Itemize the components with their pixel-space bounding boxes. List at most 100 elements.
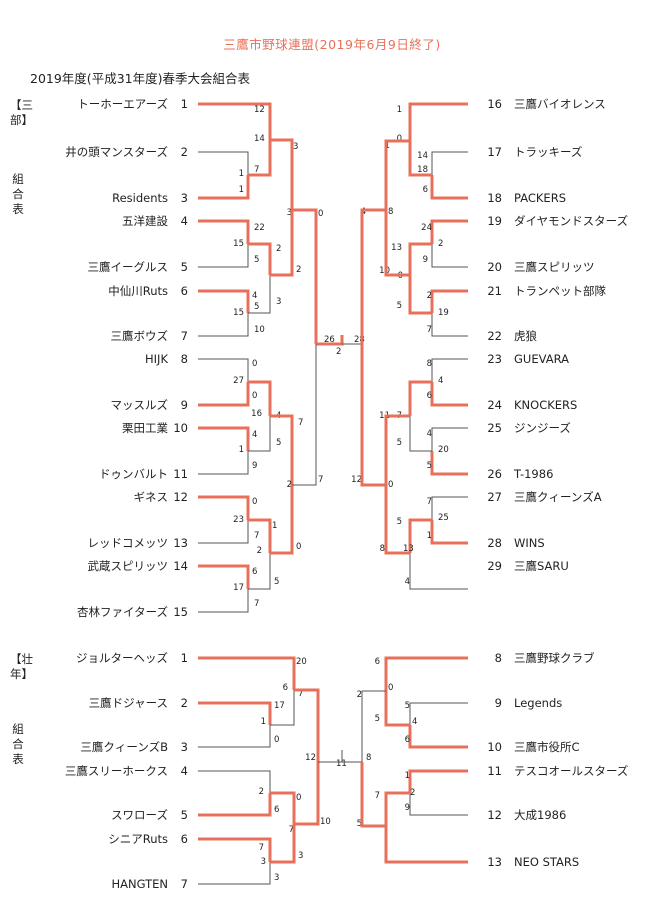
score-label: 1 <box>397 105 402 115</box>
bracket-line <box>248 275 271 314</box>
team-seed: 29 <box>487 559 502 573</box>
score-label: 14 <box>417 151 428 161</box>
score-label: 0 <box>252 359 257 369</box>
score-label: 6 <box>427 391 432 401</box>
team-name: 三鷹クィーンズA <box>514 490 602 504</box>
team-seed: 22 <box>487 329 502 343</box>
score-label: 4 <box>405 577 410 587</box>
team-seed: 24 <box>487 398 502 412</box>
bracket-line <box>360 208 386 344</box>
score-label: 12 <box>351 475 362 485</box>
team-seed: 13 <box>487 855 502 869</box>
score-label: 11 <box>336 759 347 769</box>
bracket-line <box>409 416 432 452</box>
score-label: 8 <box>427 359 432 369</box>
score-label: 1 <box>239 185 244 195</box>
score-label: 7 <box>259 843 264 853</box>
bracket-line <box>431 151 468 175</box>
team-name: 井の頭マンスターズ <box>65 145 168 159</box>
bracket-line <box>292 344 317 486</box>
team-name: 中仙川Ruts <box>108 284 168 298</box>
score-label: 8 <box>380 544 385 554</box>
bracket-line <box>248 242 272 275</box>
bracket-line <box>198 451 249 475</box>
score-label: 2 <box>296 265 301 275</box>
team-name: 三鷹SARU <box>514 559 569 573</box>
team-seed: 23 <box>487 352 502 366</box>
score-label: 7 <box>254 165 259 175</box>
bracket-line <box>408 380 432 416</box>
bracket-line <box>384 691 410 727</box>
score-label: 1 <box>239 445 244 455</box>
team-name: 三鷹ドジャース <box>89 696 168 710</box>
team-name: 五洋建設 <box>122 214 168 228</box>
team-name: 大成1986 <box>514 808 566 822</box>
team-seed: 9 <box>495 696 502 710</box>
team-name: ドゥンバルト <box>99 467 168 481</box>
score-label: 1 <box>239 169 244 179</box>
score-label: 8 <box>366 753 371 763</box>
team-name: ギネス <box>134 490 169 504</box>
team-seed: 6 <box>181 832 188 846</box>
score-label: 7 <box>298 418 303 428</box>
score-label: 5 <box>357 819 362 829</box>
score-label: 2 <box>357 690 362 700</box>
score-label: 7 <box>298 689 303 699</box>
team-name: 三鷹スリーホークス <box>65 764 168 778</box>
score-label: 14 <box>254 134 265 144</box>
bracket-line <box>409 793 468 816</box>
team-seed: 3 <box>181 191 188 205</box>
team-seed: 13 <box>173 536 188 550</box>
score-label: 3 <box>274 873 279 883</box>
team-name: Residents <box>112 191 168 205</box>
bracket-line <box>198 289 250 313</box>
team-seed: 10 <box>487 740 502 754</box>
bracket-line <box>198 725 271 748</box>
bracket-line <box>198 793 272 817</box>
team-name: ジョルターヘッズ <box>76 651 168 665</box>
score-label: 3 <box>293 142 298 152</box>
team-name: GUEVARA <box>514 352 569 366</box>
score-label: 3 <box>261 857 266 867</box>
bracket-line <box>384 791 410 826</box>
team-name: ダイヤモンドスターズ <box>514 214 628 228</box>
score-label: 20 <box>438 445 449 455</box>
bracket-line <box>198 244 249 268</box>
score-label: 6 <box>283 683 288 693</box>
score-label: 5 <box>427 461 432 471</box>
team-name: 栗田工業 <box>122 421 168 435</box>
bracket-line <box>248 553 271 590</box>
bracket-line <box>408 275 432 315</box>
score-label: 9 <box>405 803 410 813</box>
bracket-line <box>430 289 468 313</box>
team-seed: 15 <box>173 605 188 619</box>
team-name: 三鷹ボウズ <box>111 329 169 343</box>
team-name: 杏林ファイターズ <box>77 605 168 619</box>
bracket-line <box>248 380 272 416</box>
bracket-line <box>198 589 249 613</box>
team-name: スワローズ <box>111 808 168 822</box>
team-seed: 18 <box>487 191 502 205</box>
score-label: 0 <box>397 134 402 144</box>
score-label: 0 <box>318 209 323 219</box>
score-label: 16 <box>251 409 262 419</box>
score-label: 28 <box>354 335 365 345</box>
score-label: 5 <box>397 517 402 527</box>
score-label: 2 <box>276 244 281 254</box>
bracket-line <box>248 518 272 553</box>
score-label: 12 <box>305 753 316 763</box>
team-seed: 20 <box>487 260 502 274</box>
bracket-line <box>270 791 296 824</box>
score-label: 19 <box>438 308 449 318</box>
score-label: 23 <box>233 515 244 525</box>
score-label: 5 <box>397 301 402 311</box>
score-label: 6 <box>252 567 257 577</box>
score-label: 13 <box>391 243 402 253</box>
team-name: トーホーエアーズ <box>77 97 168 111</box>
score-label: 5 <box>254 302 259 312</box>
score-label: 0 <box>296 542 301 552</box>
score-label: 5 <box>405 701 410 711</box>
bracket-line <box>270 414 294 485</box>
team-seed: 6 <box>181 284 188 298</box>
